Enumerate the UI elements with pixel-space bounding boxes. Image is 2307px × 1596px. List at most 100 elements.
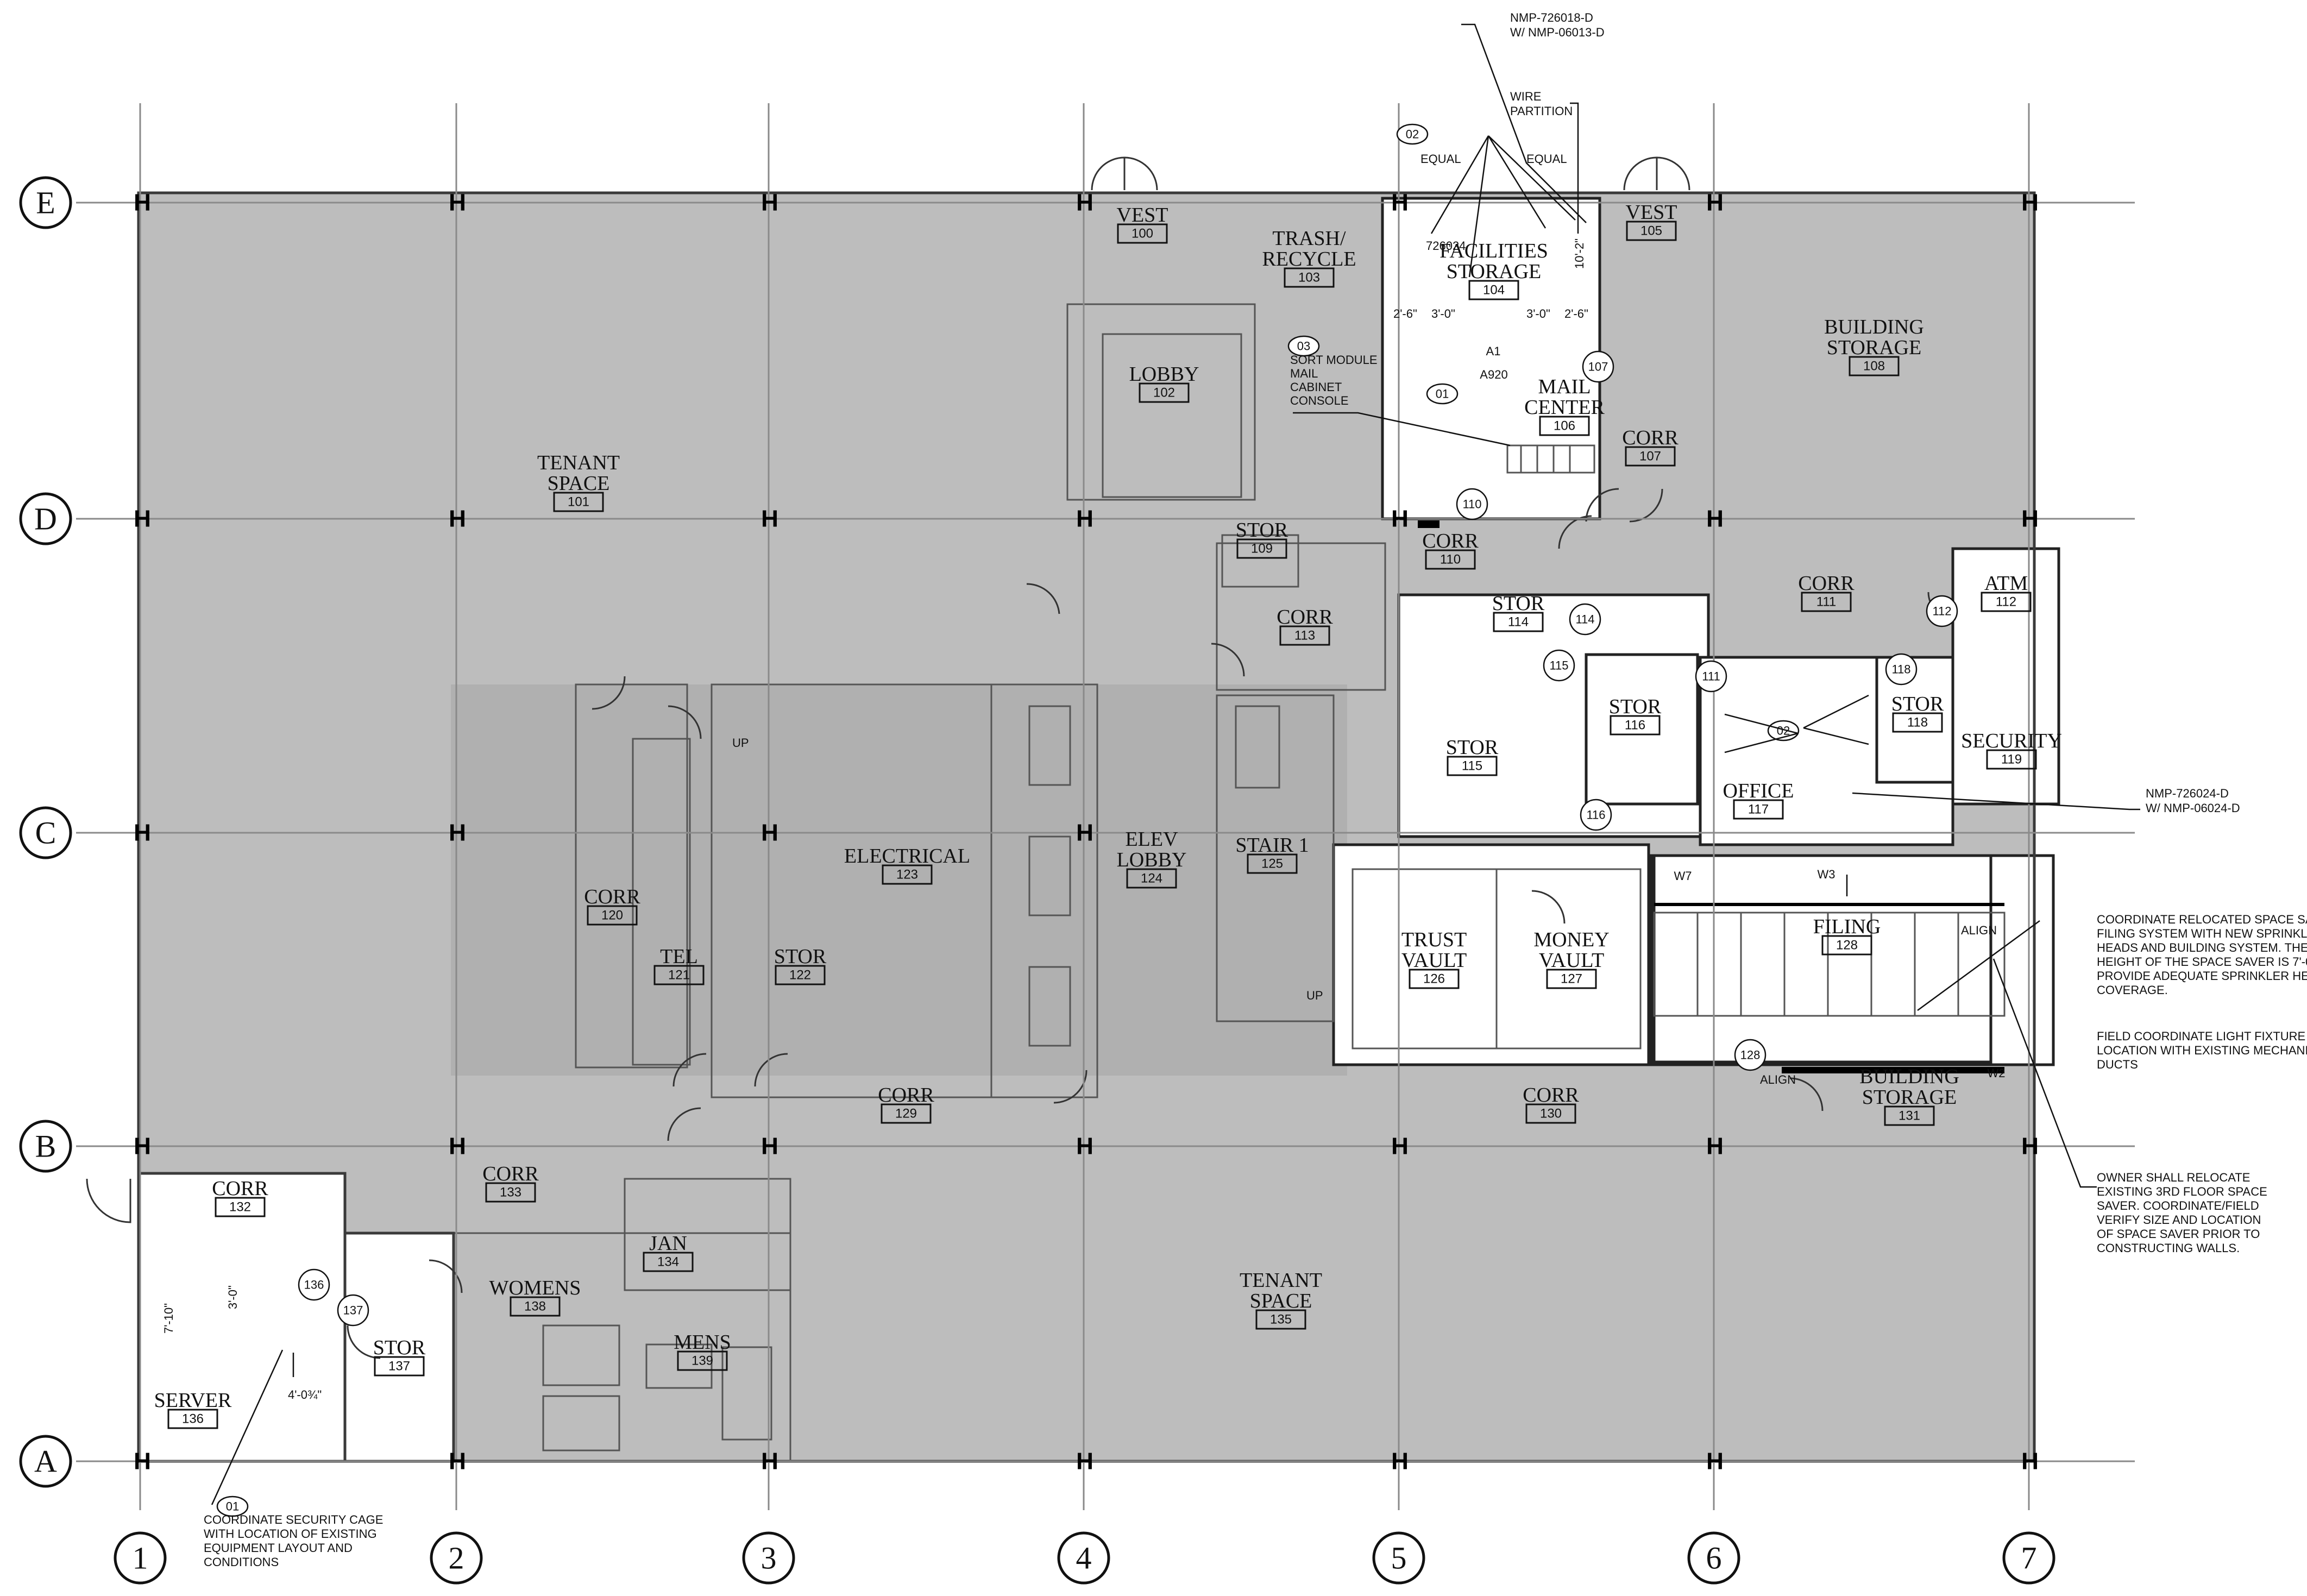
room-number-box <box>1625 446 1676 467</box>
note-w3: W3 <box>1818 868 1835 881</box>
note-a920: A920 <box>1480 368 1507 381</box>
room-name: BUILDING <box>1824 316 1924 338</box>
grid-bubble-row-b: B <box>19 1120 72 1173</box>
room-number-box <box>1236 538 1287 559</box>
column-mark: H <box>1706 1133 1724 1160</box>
room-name: STAIR 1 <box>1235 834 1309 857</box>
note-align2: ALIGN <box>1760 1073 1796 1086</box>
column-mark: H <box>761 1448 778 1475</box>
note-coordinate-space-saver: COVERAGE. <box>2097 983 2168 997</box>
room-name: STOR <box>1446 736 1499 759</box>
note-w2: W2 <box>1988 1066 2006 1080</box>
grid-bubble-row-e: E <box>19 176 72 229</box>
room-name: VAULT <box>1539 949 1604 972</box>
room-number: 135 <box>1270 1312 1292 1327</box>
grid-bubble-row-a: A <box>19 1435 72 1488</box>
column-mark: H <box>134 1133 151 1160</box>
room-number: 102 <box>1153 386 1175 400</box>
room-number-box <box>1986 749 2037 770</box>
room-number-box <box>881 1103 932 1124</box>
room-name: BUILDING <box>1859 1065 1959 1088</box>
door-tag-114: 114 <box>1569 603 1601 636</box>
note-wire-partition: PARTITION <box>1510 104 1573 118</box>
note-ref-726024: 726024 <box>1426 239 1466 253</box>
room-name: ELECTRICAL <box>844 845 970 868</box>
svg-text:116: 116 <box>1586 808 1605 822</box>
room-name: MONEY <box>1533 928 1609 951</box>
annotations: NMP-726018-DW/ NMP-06013-DWIREPARTITIONE… <box>162 11 2307 1569</box>
room-name: OFFICE <box>1723 780 1794 802</box>
note-security-cage: CONDITIONS <box>204 1555 279 1569</box>
room-name: STOR <box>1891 693 1944 715</box>
note-dim-2-6a: 2'-6" <box>1393 307 1417 321</box>
note-equal2: EQUAL <box>1526 152 1567 166</box>
room-number-box <box>553 492 604 512</box>
room-number-box <box>653 965 705 985</box>
room-number-box <box>510 1296 561 1317</box>
column-mark: H <box>449 1133 466 1160</box>
room-number: 128 <box>1836 938 1858 953</box>
note-security-cage: COORDINATE SECURITY CAGE <box>204 1513 383 1526</box>
room-number-box <box>1892 712 1943 733</box>
note-wire-partition: WIRE <box>1510 90 1541 103</box>
room-name: VEST <box>1626 201 1677 224</box>
note-field-coordinate: LOCATION WITH EXISTING MECHANICAL <box>2097 1044 2307 1057</box>
room-number: 130 <box>1540 1107 1562 1121</box>
column-mark: H <box>761 190 778 216</box>
room-number: 116 <box>1625 718 1645 733</box>
note-sort-module: CABINET <box>1290 380 1342 394</box>
room-number-box <box>643 1252 694 1272</box>
room-number: 111 <box>1816 595 1836 610</box>
room-number: 109 <box>1251 542 1273 556</box>
room-number: 133 <box>500 1185 521 1200</box>
keynote-tag-02-top: 02 <box>1396 123 1429 145</box>
note-coordinate-space-saver: PROVIDE ADEQUATE SPRINKLER HEAD <box>2097 969 2307 983</box>
column-mark: H <box>1391 506 1409 532</box>
column-mark: H <box>1076 506 1093 532</box>
room-number-box <box>1626 221 1677 241</box>
svg-text:112: 112 <box>1932 605 1951 618</box>
room-name: TENANT <box>1240 1269 1322 1292</box>
room-number: 131 <box>1899 1109 1920 1123</box>
room-name: SECURITY <box>1961 730 2062 752</box>
room-number: 100 <box>1132 227 1153 241</box>
room-name: TEL <box>660 945 698 968</box>
room-number-box <box>882 864 933 885</box>
room-name: SERVER <box>154 1389 232 1412</box>
note-align1: ALIGN <box>1961 923 1997 937</box>
svg-text:02: 02 <box>1406 128 1419 141</box>
room-number: 129 <box>895 1107 917 1121</box>
door-tag-107: 107 <box>1582 350 1614 383</box>
keynote-tag-02-office: 02 <box>1767 720 1800 742</box>
column-mark: H <box>761 506 778 532</box>
column-bubbles: 1 2 3 4 5 6 7 <box>114 1531 2055 1585</box>
column-mark: H <box>449 506 466 532</box>
room-name: CENTER <box>1524 396 1605 419</box>
room-number-box <box>1801 592 1852 612</box>
room-number-box <box>167 1409 218 1429</box>
column-mark: H <box>761 820 778 846</box>
keynote-tag-03: 03 <box>1287 335 1320 357</box>
room-name: TRASH/ <box>1272 227 1346 250</box>
door-tag-116: 116 <box>1580 799 1612 831</box>
room-number-box <box>587 905 638 926</box>
room-name: TRUST <box>1401 928 1467 951</box>
room-number-box <box>1981 592 2032 612</box>
room-number-box <box>374 1356 425 1377</box>
room-name: STORAGE <box>1447 260 1542 283</box>
door-tag-128: 128 <box>1734 1039 1767 1071</box>
